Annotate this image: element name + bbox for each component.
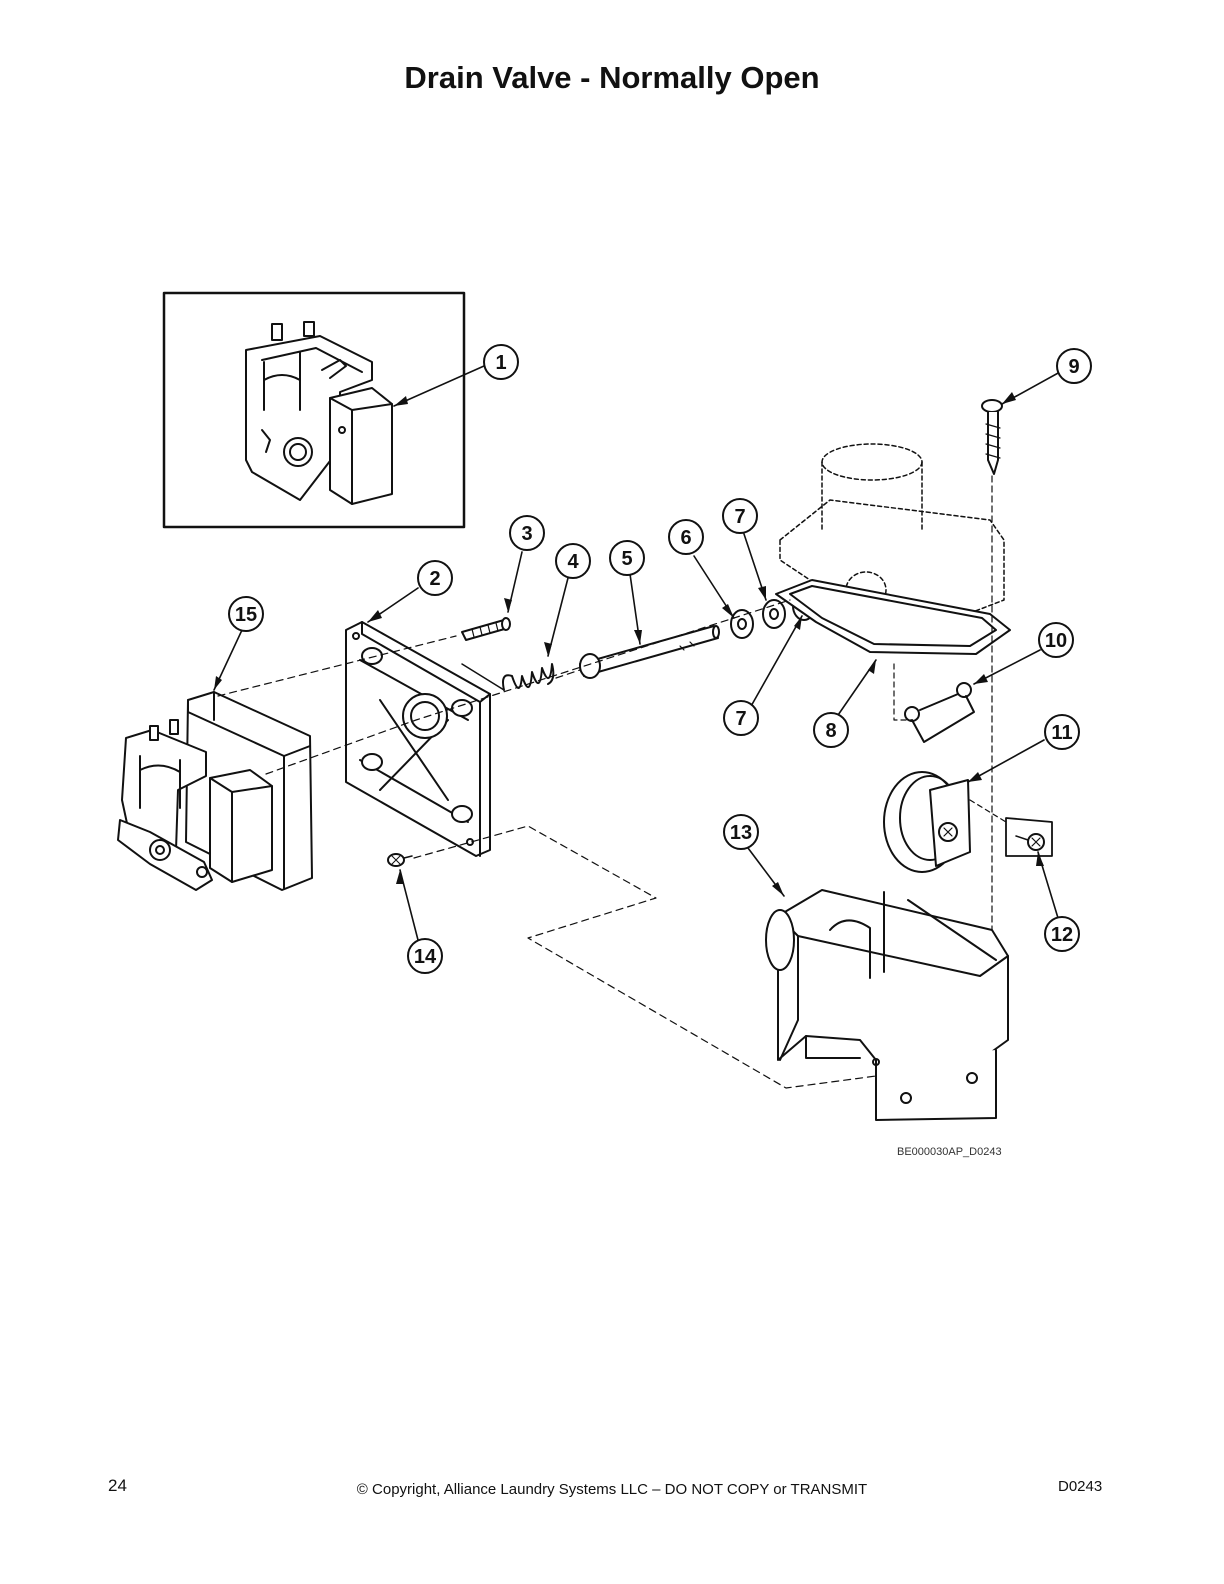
screw-part-12-drawing — [969, 799, 1053, 857]
spring-drawing — [461, 663, 555, 691]
inset-box — [162, 291, 466, 529]
svg-text:10: 10 — [1045, 630, 1067, 652]
shaft-drawing — [579, 625, 720, 679]
page-number: 24 — [108, 1476, 127, 1495]
svg-text:7: 7 — [735, 708, 746, 730]
svg-text:11: 11 — [1051, 722, 1072, 744]
svg-text:4: 4 — [567, 551, 579, 573]
copyright-notice: © Copyright, Alliance Laundry Systems LL… — [356, 1481, 868, 1498]
callout-14: 14 — [407, 938, 443, 974]
callout-6: 6 — [668, 519, 704, 555]
callout-7-top: 7 — [722, 498, 758, 534]
svg-text:2: 2 — [429, 568, 440, 590]
screw-part-9-drawing — [981, 399, 1003, 1001]
svg-text:9: 9 — [1068, 356, 1079, 378]
callout-10: 10 — [1038, 622, 1074, 658]
svg-text:5: 5 — [621, 548, 632, 570]
callout-12: 12 — [1044, 916, 1080, 952]
callout-2: 2 — [417, 560, 453, 596]
callout-11: 11 — [1044, 714, 1080, 750]
gasket-drawing — [775, 579, 1011, 655]
document-id: D0243 — [1058, 1478, 1103, 1495]
svg-text:1: 1 — [495, 352, 506, 374]
callout-4: 4 — [555, 543, 591, 579]
callout-15: 15 — [228, 596, 264, 632]
callout-8: 8 — [813, 712, 849, 748]
callout-9: 9 — [1056, 348, 1092, 384]
callout-7-bottom: 7 — [723, 700, 759, 736]
svg-text:6: 6 — [680, 527, 691, 549]
svg-text:12: 12 — [1051, 924, 1073, 946]
diaphragm-drawing — [883, 771, 971, 873]
callout-3: 3 — [509, 515, 545, 551]
assembly-guide-lines — [217, 599, 877, 1089]
svg-text:8: 8 — [825, 720, 836, 742]
callout-1: 1 — [483, 344, 519, 380]
callout-13: 13 — [723, 814, 759, 850]
screw-part-14-drawing — [387, 853, 413, 867]
svg-text:3: 3 — [521, 523, 532, 545]
housing-drawing — [765, 889, 1009, 1121]
svg-text:13: 13 — [730, 822, 752, 844]
page-title: Drain Valve - Normally Open — [404, 60, 820, 95]
mounting-plate-drawing — [345, 621, 491, 857]
screw-part-3-drawing — [461, 617, 511, 641]
figure-reference: BE000030AP_D0243 — [897, 1146, 1002, 1158]
callout-5: 5 — [609, 540, 645, 576]
svg-text:14: 14 — [414, 946, 437, 968]
solenoid-inset-drawing — [245, 321, 393, 505]
solenoid-assembly-drawing — [117, 691, 313, 891]
clip-drawing — [893, 663, 975, 743]
arrowheads — [214, 392, 1044, 896]
svg-text:15: 15 — [235, 604, 257, 626]
svg-text:7: 7 — [734, 506, 745, 528]
